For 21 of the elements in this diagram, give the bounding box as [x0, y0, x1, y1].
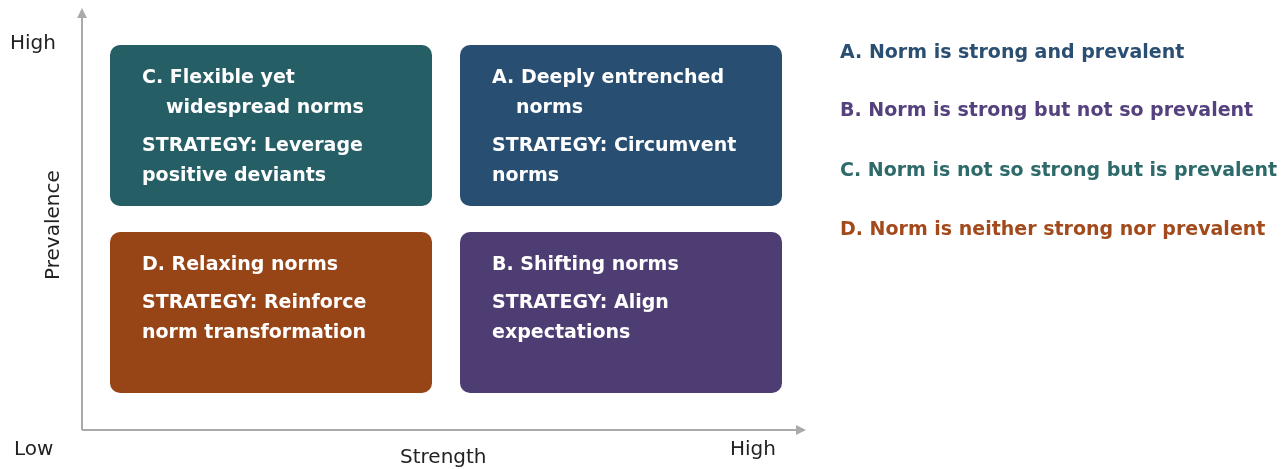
quadrant-box	[460, 45, 782, 206]
legend-text: A. Norm is strong and prevalent	[840, 40, 1185, 62]
axis-title: Strength	[400, 444, 487, 468]
legend-text: B. Norm is strong but not so prevalent	[840, 98, 1254, 120]
axis-title: Prevalence	[40, 170, 64, 280]
quadrant-box	[110, 232, 432, 393]
quadrant-box	[110, 45, 432, 206]
legend-text: D. Norm is neither strong nor prevalent	[840, 217, 1266, 239]
quadrant-title: C. Flexible yet widespread norms	[142, 64, 365, 119]
strategy-text: STRATEGY: Reinforce norm transformation	[142, 289, 368, 344]
quadrant-box	[460, 232, 782, 393]
axis-label: Low	[14, 436, 54, 460]
strategy-text: STRATEGY: Circumvent norms	[492, 132, 738, 187]
axis-label: High	[10, 30, 56, 54]
quadrant-title: D. Relaxing norms	[142, 251, 340, 276]
strategy-text: STRATEGY: Leverage positive deviants	[142, 132, 364, 187]
quadrant-title: B. Shifting norms	[492, 251, 680, 276]
strategy-text: STRATEGY: Align expectations	[492, 289, 670, 344]
quadrant-title: A. Deeply entrenched norms	[492, 64, 726, 119]
legend-text: C. Norm is not so strong but is prevalent	[840, 158, 1278, 180]
axis-label: High	[730, 436, 776, 460]
